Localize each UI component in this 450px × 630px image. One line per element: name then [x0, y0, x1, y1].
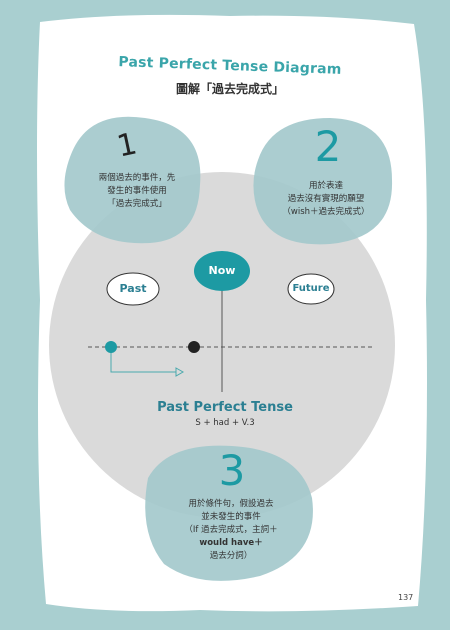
past-oval	[106, 272, 160, 306]
bubble-1-shape	[64, 116, 201, 244]
bubble-1-line: 兩個過去的事件，先	[98, 173, 176, 183]
bubble-3-text: 用於條件句，假設過去 並未發生的事件 （If 過去完成式，主詞＋ would h…	[158, 498, 304, 563]
bubble-3-number: 3	[218, 446, 246, 495]
bubble-3-shape	[145, 445, 313, 581]
tense-formula: S + had + V.3	[195, 418, 255, 428]
bubble-2-number: 2	[314, 122, 342, 171]
bracket-arrowhead	[175, 367, 185, 377]
bubble-2-line: 過去沒有實現的願望	[287, 194, 365, 204]
bubble-1-line: 「過去完成式」	[107, 199, 167, 209]
past-label: Past	[119, 282, 147, 295]
future-oval	[287, 273, 335, 305]
bubble-2-text: 用於表達 過去沒有實現的願望 （wish＋過去完成式）	[262, 180, 390, 219]
bubble-3-line: （If 過去完成式，主詞＋	[184, 525, 278, 535]
earlier-event-dot	[105, 341, 117, 353]
bubble-2-line: 用於表達	[308, 181, 343, 191]
page-number: 137	[398, 593, 414, 602]
bubble-3-line: 並未發生的事件	[201, 512, 261, 522]
now-oval	[194, 251, 250, 291]
event-bracket	[110, 349, 176, 373]
future-label: Future	[292, 283, 330, 294]
bubble-3-line: would have＋	[199, 538, 263, 548]
now-label: Now	[208, 264, 236, 277]
bubble-2-shape	[253, 118, 393, 245]
bubble-1-line: 發生的事件使用	[107, 186, 167, 196]
bubble-3-line: 用於條件句，假設過去	[188, 499, 274, 509]
bubble-3-line: 過去分詞）	[209, 551, 253, 561]
diagram-subtitle: 圖解「過去完成式」	[175, 82, 284, 96]
tense-name: Past Perfect Tense	[157, 400, 293, 415]
later-event-dot	[188, 341, 200, 353]
bubble-1-text: 兩個過去的事件，先 發生的事件使用 「過去完成式」	[78, 172, 196, 211]
bubble-2-line: （wish＋過去完成式）	[282, 207, 370, 217]
